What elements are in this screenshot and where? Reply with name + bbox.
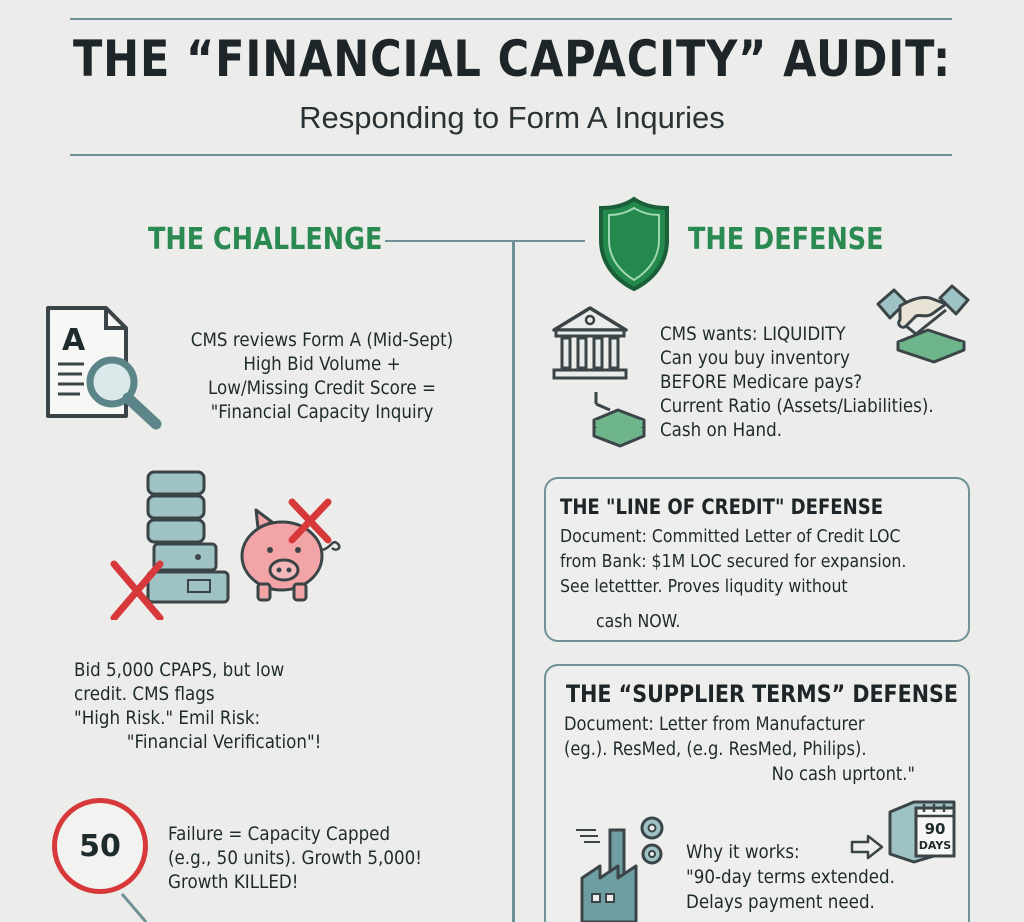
supplier-box-text: Document: Letter from Manufacturer (eg.)… [564,714,915,785]
shield-icon [599,196,669,292]
challenge-text-3: Failure = Capacity Capped (e.g., 50 unit… [168,823,422,893]
top-rule [70,18,952,20]
header-bottom-rule [70,154,952,156]
cash-stack-icon [592,392,646,448]
capacity-cap-badge: 50 [52,798,148,894]
form-document-search-icon: A [46,306,162,430]
line-of-credit-defense-box: THE "LINE OF CREDIT" DEFENSE Document: C… [544,477,970,642]
piggy-bank-icon [240,498,341,602]
page-title: THE “FINANCIAL CAPACITY” AUDIT: [72,30,952,88]
supplier-box-title: THE “SUPPLIER TERMS” DEFENSE [566,680,958,708]
heading-connector-left [385,240,513,242]
challenge-heading: THE CHALLENGE [148,222,383,257]
calendar-label: DAYS [919,839,952,852]
page-subtitle: Responding to Form A Inquries [299,100,725,135]
badge-pointer-line [120,893,148,922]
defense-heading: THE DEFENSE [688,222,884,257]
loc-box-text: Document: Committed Letter of Credit LOC… [560,527,907,632]
arrow-right-icon [850,834,884,860]
why-it-works-text: Why it works: "90-day terms extended. De… [686,841,895,913]
loc-box-title: THE "LINE OF CREDIT" DEFENSE [560,495,884,519]
handshake-icon [876,284,970,364]
factory-gear-icon [576,816,664,922]
calendar-number: 90 [925,820,946,838]
challenge-text-1: CMS reviews Form A (Mid-Sept) High Bid V… [190,329,454,423]
form-letter: A [62,323,86,358]
server-stack-icon [110,470,230,620]
challenge-text-2: Bid 5,000 CPAPS, but low credit. CMS fla… [74,659,322,753]
calendar-90-days-icon: 90 DAYS [888,800,956,864]
bank-building-icon [552,306,628,380]
center-divider [512,240,515,922]
defense-intro-text: CMS wants: LIQUIDITY Can you buy invento… [660,323,934,441]
heading-connector-right [513,240,585,242]
